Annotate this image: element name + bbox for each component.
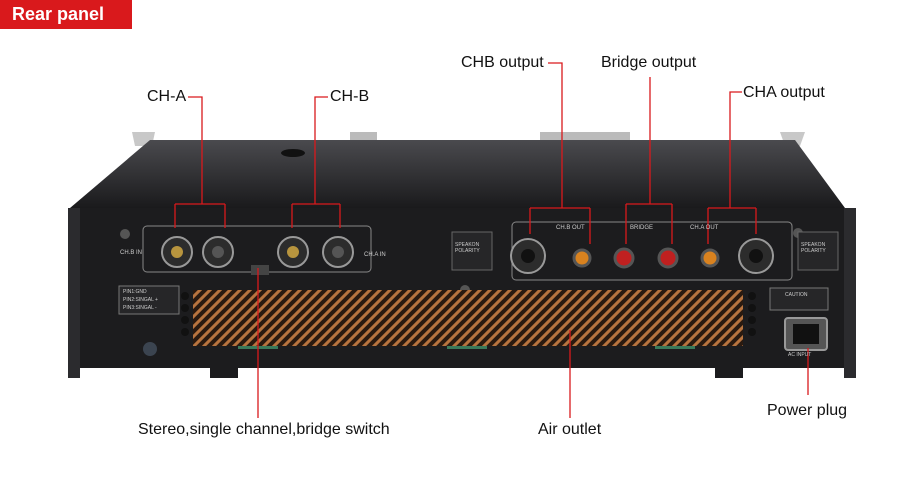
pin-2: PIN2:SINGAL + bbox=[123, 297, 158, 303]
mode-switch bbox=[251, 265, 269, 275]
panel-text-speakon-right: SPEAKON POLARITY bbox=[801, 242, 826, 254]
panel-text-speakon-left: SPEAKON POLARITY bbox=[455, 242, 480, 254]
label-ch-b: CH-B bbox=[330, 88, 370, 105]
caution-label bbox=[769, 287, 829, 311]
callout-ch-b bbox=[291, 96, 341, 228]
callout-bridge-output bbox=[625, 77, 673, 244]
air-outlet-vent bbox=[193, 290, 743, 346]
callout-cha-output bbox=[707, 91, 757, 244]
label-chb-output: CHB output bbox=[461, 54, 544, 71]
speakon-polarity-left bbox=[451, 231, 493, 271]
ground-screw bbox=[143, 342, 157, 356]
chassis-top bbox=[70, 140, 845, 208]
pin-3: PIN3:SINGAL - bbox=[123, 305, 157, 311]
callout-chb-output bbox=[529, 62, 591, 244]
label-air-outlet: Air outlet bbox=[538, 421, 602, 438]
panel-text-bridge: BRIDGE bbox=[630, 225, 654, 231]
xlr-connectors bbox=[161, 236, 354, 268]
panel-text-chb-in: CH.B IN bbox=[120, 250, 143, 256]
pin-info-box bbox=[118, 285, 180, 315]
pin-1: PIN1:GND bbox=[123, 289, 147, 295]
panel-text-cha-out: CH.A OUT bbox=[690, 225, 719, 231]
screw bbox=[120, 229, 130, 239]
panel-text-pins: PIN1:GND PIN2:SINGAL + PIN3:SINGAL - bbox=[123, 288, 158, 312]
panel-text-chb-out: CH.B OUT bbox=[556, 225, 585, 231]
label-cha-output: CHA output bbox=[743, 84, 825, 101]
panel-text-ac-input: AC INPUT bbox=[788, 352, 812, 358]
binding-post-bridge-b bbox=[657, 247, 679, 269]
label-power-plug: Power plug bbox=[767, 402, 848, 419]
binding-post-cha bbox=[700, 248, 720, 268]
binding-post-chb bbox=[572, 248, 592, 268]
amplifier-chassis bbox=[68, 132, 856, 378]
panel-text-cha-in: CH.A IN bbox=[364, 252, 386, 258]
label-switch: Stereo,single channel,bridge switch bbox=[138, 421, 390, 438]
callout-ch-a bbox=[174, 96, 226, 228]
rear-panel-banner: Rear panel bbox=[0, 0, 132, 29]
label-bridge-output: Bridge output bbox=[601, 54, 697, 71]
speakon-polarity-right bbox=[797, 231, 839, 271]
top-vent-hole bbox=[281, 149, 305, 157]
label-ch-a: CH-A bbox=[147, 88, 187, 105]
callout-lines bbox=[174, 62, 809, 418]
panel-text-caution: CAUTION bbox=[785, 292, 808, 298]
binding-post-bridge-a bbox=[613, 247, 635, 269]
